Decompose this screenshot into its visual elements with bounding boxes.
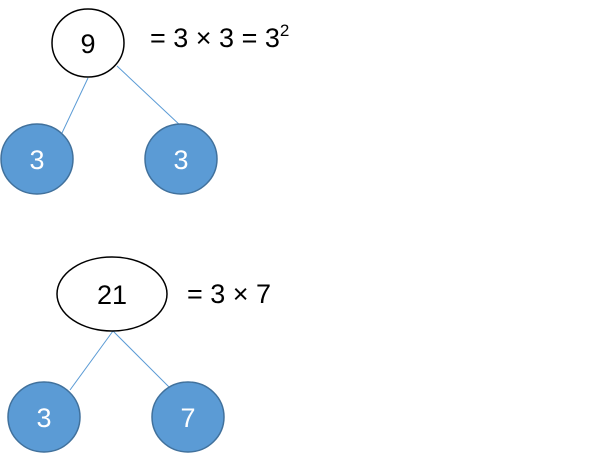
leaf-label-3-left: 3: [29, 145, 44, 175]
edge-21-to-3: [69, 330, 114, 391]
leaf-label-3: 3: [36, 403, 51, 433]
edge-21-to-7: [112, 330, 171, 389]
factor-tree-9: 9 3 3 = 3 × 3 = 32: [0, 8, 289, 195]
root-node-9: [51, 8, 125, 78]
equation-21: = 3 × 7: [187, 279, 271, 309]
equation-9: = 3 × 3 = 32: [150, 21, 289, 53]
root-node-21: [56, 256, 168, 332]
equation-9-superscript: 2: [280, 21, 289, 40]
leaf-label-3-right: 3: [173, 145, 188, 175]
equation-21-main: = 3 × 7: [187, 279, 271, 309]
edge-9-to-3-left: [61, 77, 89, 134]
factor-tree-21: 21 3 7 = 3 × 7: [7, 256, 271, 453]
leaf-node-7: [151, 381, 225, 453]
leaf-label-7: 7: [180, 403, 195, 433]
leaf-node-3-left: [0, 123, 74, 195]
root-label-9: 9: [80, 29, 95, 59]
edge-9-to-3-right: [116, 65, 183, 128]
root-label-21: 21: [97, 280, 127, 310]
equation-9-main: = 3 × 3 = 3: [150, 23, 280, 53]
leaf-node-3-right: [144, 123, 218, 195]
leaf-node-3: [7, 381, 81, 453]
